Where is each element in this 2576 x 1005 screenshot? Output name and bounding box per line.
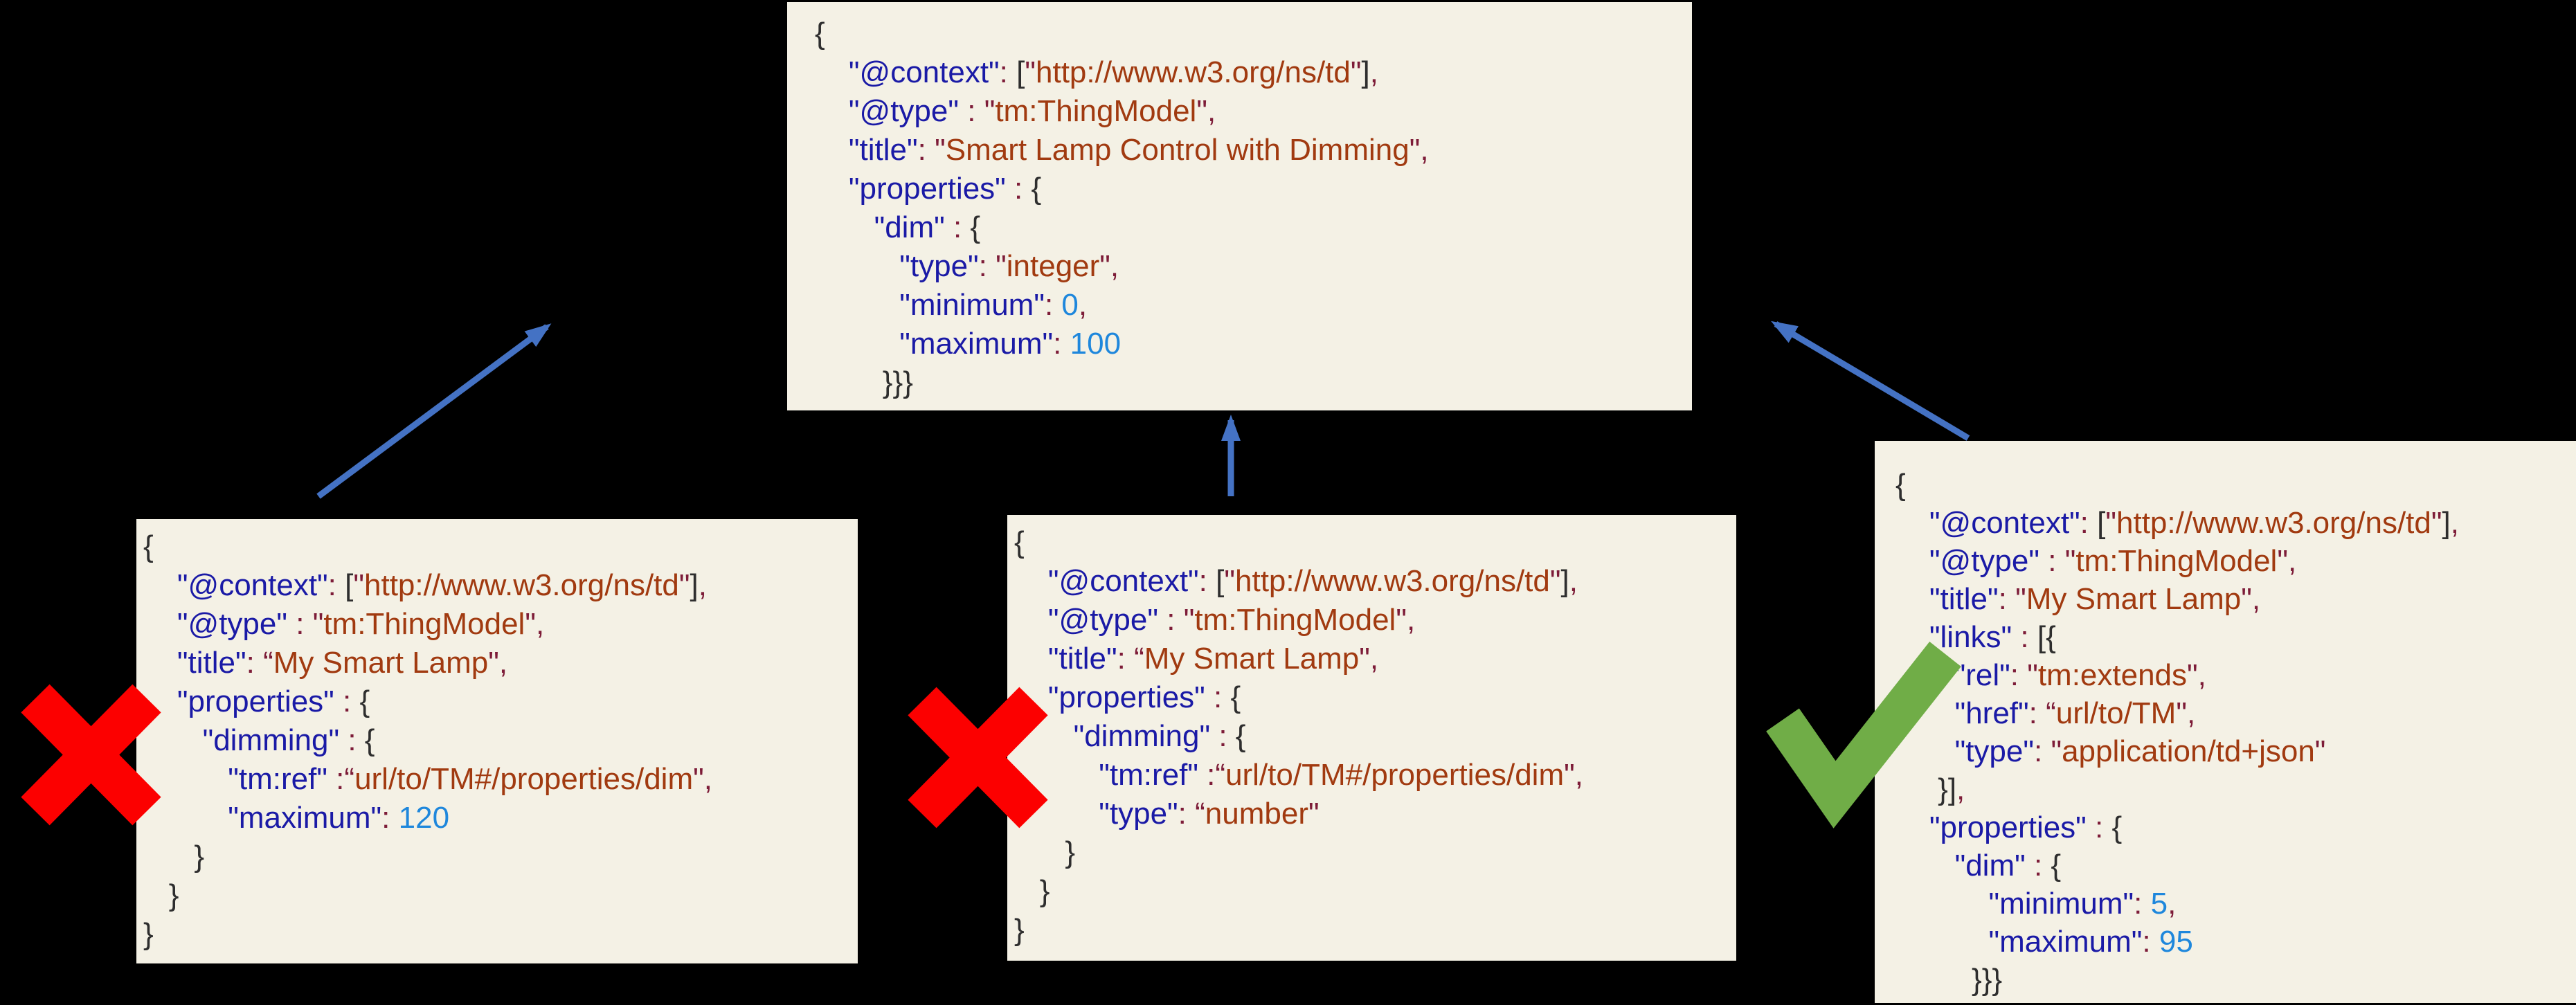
code-line: "dim" : { (1954, 849, 2062, 882)
code-line: "@type" : "tm:ThingModel", (177, 607, 545, 641)
code-line: "rel": "tm:extends", (1954, 658, 2206, 692)
code-line: { (815, 17, 825, 51)
code-line: "@type" : "tm:ThingModel", (1047, 603, 1416, 637)
code-line: "@context": ["http://www.w3.org/ns/td"], (1047, 564, 1578, 598)
code-line: "type": "integer", (899, 249, 1119, 283)
cross-icon-left (21, 684, 161, 826)
code-line: "minimum": 0, (899, 288, 1088, 322)
arrow-left-to-top (316, 323, 552, 499)
code-line: "@type" : "tm:ThingModel", (1929, 544, 2297, 578)
code-line: "title": “My Smart Lamp", (1047, 642, 1379, 676)
code-line: "properties" : { (177, 685, 370, 718)
code-line: "href": “url/to/TM", (1954, 696, 2196, 730)
code-line: { (143, 529, 154, 563)
thing-model-card-invalid-middle: { "@context": ["http://www.w3.org/ns/td"… (1007, 515, 1736, 961)
code-line: "tm:ref" :“url/to/TM#/properties/dim", (1099, 758, 1583, 792)
code-line: "maximum": 120 (228, 801, 450, 835)
code-line: "links" : [{ (1929, 620, 2056, 654)
thing-model-card-valid-right: { "@context": ["http://www.w3.org/ns/td"… (1875, 441, 2576, 1003)
code-line: "title": "Smart Lamp Control with Dimmin… (848, 133, 1429, 167)
code-line: } (1065, 835, 1076, 869)
code-line: "@context": ["http://www.w3.org/ns/td"], (848, 55, 1378, 89)
code-line: } (168, 878, 179, 912)
code-line: { (1895, 468, 1906, 502)
code-line: "@type" : "tm:ThingModel", (848, 94, 1216, 128)
code-line: "properties" : { (848, 172, 1042, 206)
code-line: "type": “number" (1099, 797, 1319, 831)
code-line: } (1039, 874, 1050, 908)
code-line: "tm:ref" :“url/to/TM#/properties/dim", (228, 762, 712, 796)
code-line: "properties" : { (1929, 811, 2123, 844)
code-line: "type": "application/td+json" (1954, 734, 2326, 768)
code-line: "maximum": 95 (1988, 925, 2193, 959)
code-line: "minimum": 5, (1988, 887, 2177, 921)
code-line: }], (1938, 772, 1965, 806)
arrow-right-to-top (1771, 320, 1970, 441)
thing-model-card-parent: { "@context": ["http://www.w3.org/ns/td"… (787, 2, 1692, 410)
code-line: "maximum": 100 (899, 327, 1122, 361)
code-line: } (194, 840, 205, 873)
code-line: { (1014, 525, 1025, 559)
code-line: "properties" : { (1047, 680, 1241, 714)
code-line: }}} (1972, 963, 2003, 997)
code-line: } (1014, 913, 1025, 947)
code-line: } (143, 917, 154, 951)
code-line: "title": “My Smart Lamp", (177, 646, 508, 680)
code-line: "dim" : { (874, 210, 981, 244)
thing-model-card-invalid-left: { "@context": ["http://www.w3.org/ns/td"… (136, 519, 858, 963)
code-line: "dimming" : { (202, 723, 375, 757)
code-line: "title": "My Smart Lamp", (1929, 582, 2261, 616)
code-line: "dimming" : { (1073, 719, 1246, 753)
code-line: "@context": ["http://www.w3.org/ns/td"], (177, 568, 707, 602)
code-line: }}} (882, 365, 913, 399)
code-line: "@context": ["http://www.w3.org/ns/td"], (1929, 506, 2459, 540)
